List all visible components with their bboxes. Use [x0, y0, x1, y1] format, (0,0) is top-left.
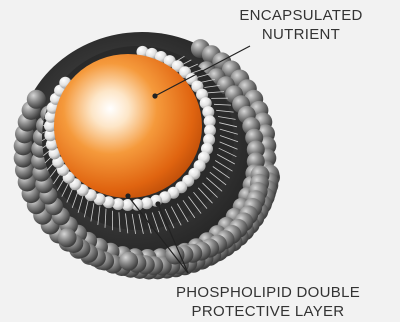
phospholipid-layer-label: PHOSPHOLIPID DOUBLE PROTECTIVE LAYER	[140, 283, 396, 321]
layer-leader-dot-1	[125, 193, 130, 198]
encapsulated-nutrient-label: ENCAPSULATED NUTRIENT	[216, 6, 386, 44]
layer-leader-dot-2	[155, 201, 160, 206]
outer-head	[27, 90, 46, 109]
encapsulated-nutrient-label-line1: ENCAPSULATED	[216, 6, 386, 25]
nutrient-core	[54, 54, 202, 198]
nutrient-leader-dot	[152, 93, 157, 98]
phospholipid-layer-label-line2: PROTECTIVE LAYER	[140, 302, 396, 321]
outer-head	[58, 228, 77, 247]
outer-head	[119, 252, 138, 271]
encapsulated-nutrient-label-line2: NUTRIENT	[216, 25, 386, 44]
phospholipid-layer-label-line1: PHOSPHOLIPID DOUBLE	[140, 283, 396, 302]
